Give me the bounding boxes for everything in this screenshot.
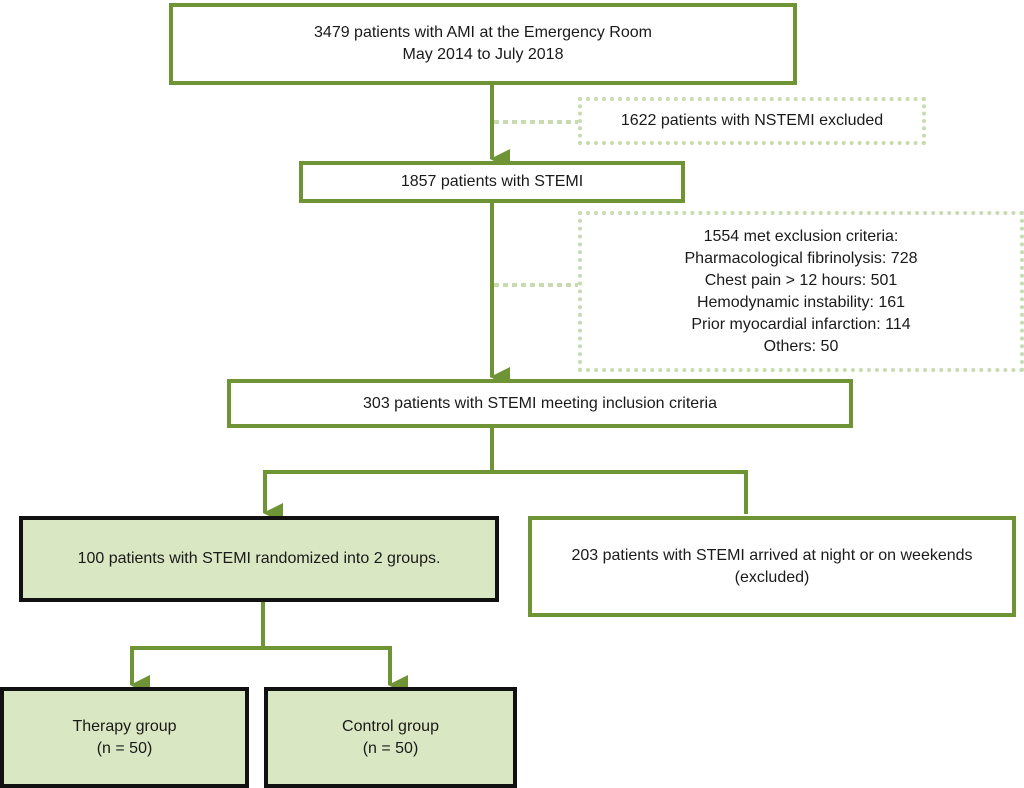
exclusion-line-4: Hemodynamic instability: 161 <box>696 293 906 311</box>
exclusion-line-5: Prior myocardial infarction: 114 <box>691 315 911 333</box>
night-weekend-line-1: 203 patients with STEMI arrived at night… <box>571 546 973 564</box>
night-weekend-line-2: (excluded) <box>734 568 810 586</box>
box-night-weekend-excluded: 203 patients with STEMI arrived at night… <box>528 516 1016 617</box>
box-inclusion-criteria: 303 patients with STEMI meeting inclusio… <box>227 379 853 428</box>
box-control-group: Control group (n = 50) <box>264 687 517 788</box>
control-line-1: Control group <box>342 717 439 735</box>
exclusion-line-3: Chest pain > 12 hours: 501 <box>704 271 898 289</box>
box-exclusion-criteria: 1554 met exclusion criteria: Pharmacolog… <box>578 211 1024 372</box>
box-therapy-group: Therapy group (n = 50) <box>0 687 249 788</box>
exclusion-line-2: Pharmacological fibrinolysis: 728 <box>684 249 918 267</box>
therapy-line-1: Therapy group <box>72 717 177 735</box>
box-nstemi-excluded: 1622 patients with NSTEMI excluded <box>578 97 926 145</box>
box-stemi-patients: 1857 patients with STEMI <box>299 161 685 203</box>
exclusion-line-6: Others: 50 <box>763 337 839 355</box>
box-ami-patients: 3479 patients with AMI at the Emergency … <box>169 3 797 85</box>
ami-line-2: May 2014 to July 2018 <box>402 46 564 63</box>
box-randomized: 100 patients with STEMI randomized into … <box>19 516 499 602</box>
therapy-line-2: (n = 50) <box>96 739 153 757</box>
stemi-line-1: 1857 patients with STEMI <box>400 173 584 190</box>
randomized-line-1: 100 patients with STEMI randomized into … <box>77 550 441 567</box>
branch-randomized <box>130 646 392 675</box>
ami-line-1: 3479 patients with AMI at the Emergency … <box>314 24 652 41</box>
branch-inclusion <box>263 470 748 514</box>
control-line-2: (n = 50) <box>362 739 419 757</box>
nstemi-line-1: 1622 patients with NSTEMI excluded <box>620 112 884 129</box>
inclusion-line-1: 303 patients with STEMI meeting inclusio… <box>363 394 717 412</box>
exclusion-line-1: 1554 met exclusion criteria: <box>703 227 899 245</box>
